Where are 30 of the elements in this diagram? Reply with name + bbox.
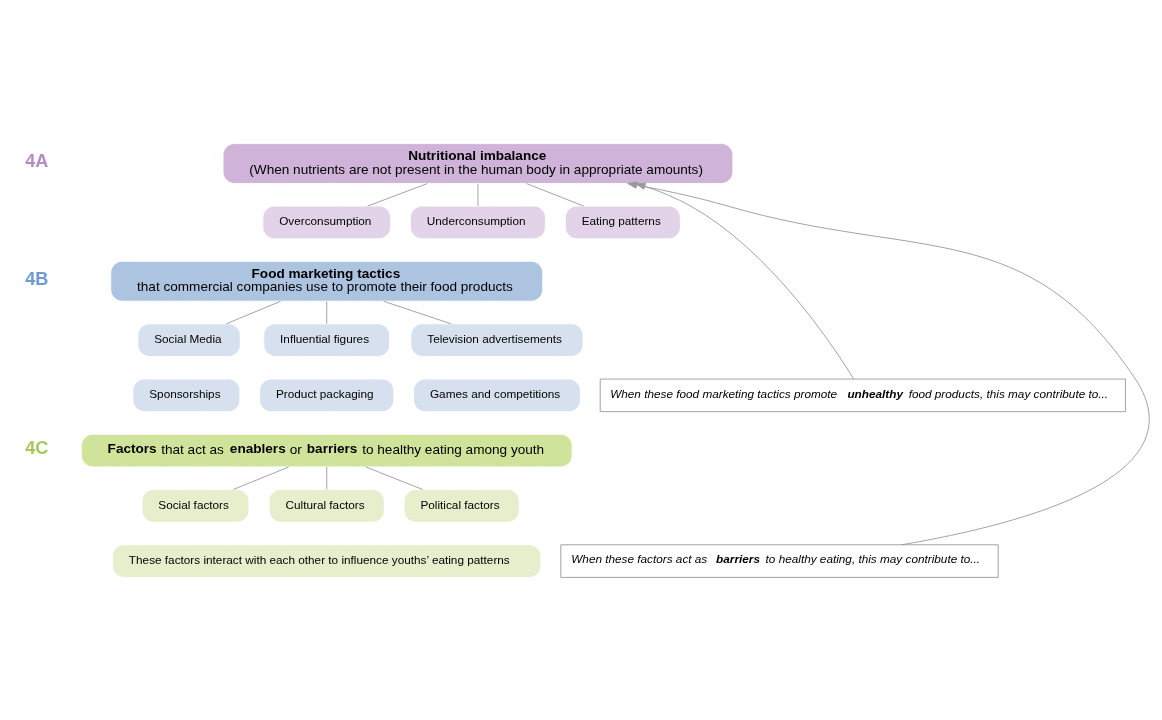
connector — [326, 466, 328, 490]
label: 4A — [25, 150, 49, 171]
node-box: Games and competitions — [413, 378, 581, 412]
node-box: Cultural factors — [268, 488, 385, 523]
node-box: Eating patterns — [564, 205, 681, 239]
node-box: Food marketing tactics that commercial companies use to promote their food products — [110, 260, 544, 302]
node-box: Factors that act as enablers or barriers to healthy eating among youth — [80, 433, 573, 467]
node-box: Nutritional imbalance (When nutrients are not present in the human body in appropriate amounts) — [222, 142, 734, 184]
connector — [477, 182, 479, 206]
connector — [365, 466, 424, 490]
node-box: Overconsumption — [262, 205, 392, 239]
label: 4B — [25, 268, 49, 289]
node-box: Television advertisements — [410, 322, 584, 357]
connector — [225, 300, 281, 324]
node-box: Product packaging — [259, 378, 395, 412]
node-box: These factors interact with each other to influence youths’ eating patterns — [112, 543, 542, 578]
connector — [367, 182, 428, 207]
connector — [326, 300, 328, 324]
node-box: When these factors act as barriers to healthy eating, this may contribute to... — [560, 543, 999, 578]
connector — [232, 466, 290, 490]
node-box: Political factors — [403, 488, 520, 523]
connector — [526, 182, 585, 207]
node-box: When these food marketing tactics promote unhealthy food products, this may contribute to... — [599, 378, 1126, 412]
node-box: Underconsumption — [410, 205, 546, 239]
node-box: Influential figures — [263, 322, 391, 357]
connector — [383, 300, 452, 324]
node-box: Social Media — [137, 322, 241, 357]
label: 4C — [25, 437, 49, 458]
node-box: Sponsorships — [132, 378, 241, 412]
node-box: Social factors — [141, 488, 250, 523]
